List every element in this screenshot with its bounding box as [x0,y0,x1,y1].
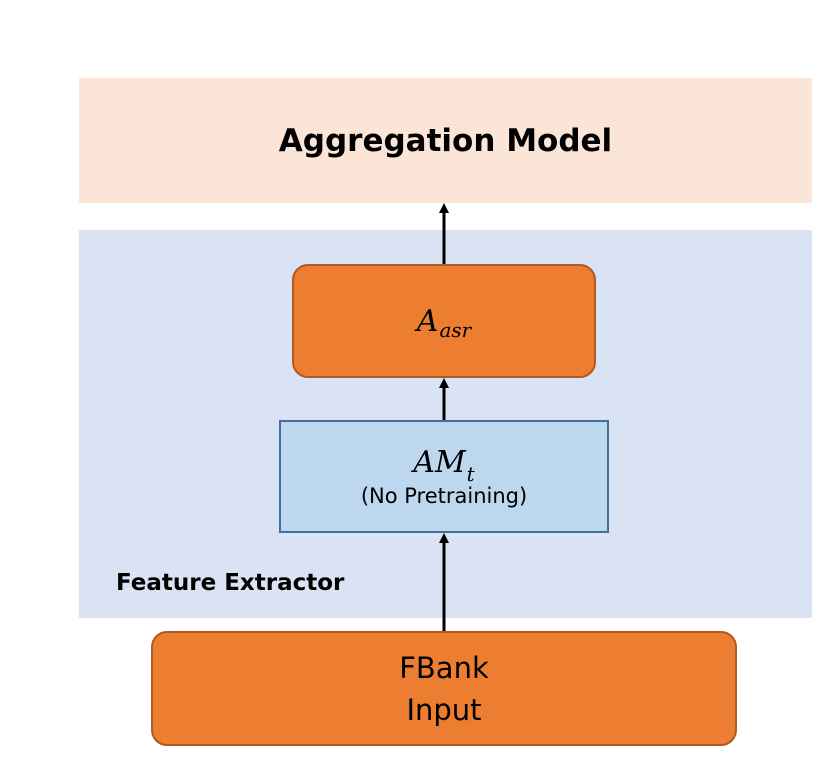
feature-extractor-label: Feature Extractor [116,570,345,596]
fbank-label: FBank [399,650,489,685]
am-note: (No Pretraining) [360,484,528,508]
fbank-input-block: FBank Input [151,631,737,746]
aggregation-model-block: Aggregation Model [79,78,812,203]
am-subscript: t [466,462,475,486]
asr-subscript: asr [439,318,472,342]
acoustic-model-block: AMt (No Pretraining) [279,420,609,533]
asr-symbol: A [416,303,439,339]
aggregation-model-title: Aggregation Model [278,122,613,159]
am-formula: AMt [413,445,474,486]
input-label: Input [406,692,482,727]
am-symbol: AM [413,445,466,480]
